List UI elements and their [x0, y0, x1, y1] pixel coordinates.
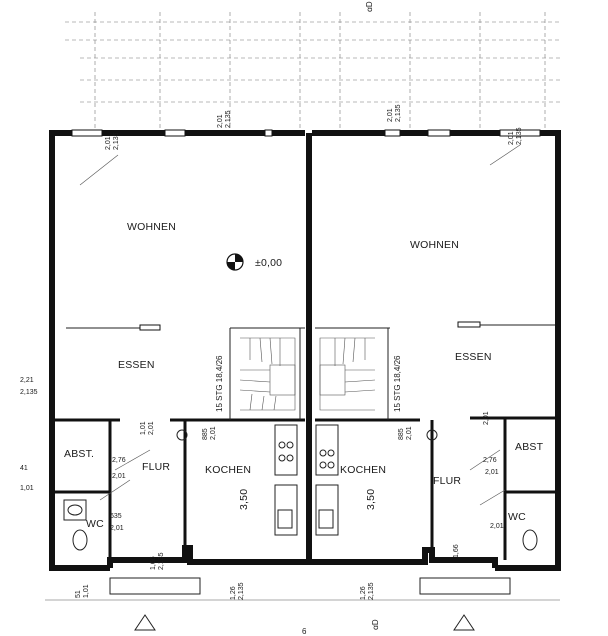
entrances: [45, 577, 560, 631]
dim-door-885-left: 885: [202, 428, 209, 440]
dim-abst-201: 2,01: [148, 421, 155, 435]
dim-bottom-51: 51: [75, 590, 82, 598]
dim-window-top-2a: 2,01: [217, 114, 224, 128]
dim-bottom-1135-right: 2,135: [368, 582, 375, 600]
interior-walls-left: [52, 324, 305, 560]
dim-window-top-2b: 2,135: [225, 110, 232, 128]
dim-kitchen-depth-right: 3,50: [365, 489, 377, 510]
room-label-abst-left: ABST.: [64, 448, 94, 460]
dim-window-top-4b: 2,135: [516, 127, 523, 145]
dim-wc-635: 635: [110, 513, 122, 520]
dim-door-201-left: 2,01: [210, 426, 217, 440]
dim-flur-2135: 2,135: [158, 552, 165, 570]
dim-left-221: 2,21: [20, 377, 34, 384]
dim-bottom-126-right: 1,26: [360, 586, 367, 600]
dim-bottom-126-left: 1,26: [230, 586, 237, 600]
dim-door-885-right: 885: [398, 428, 405, 440]
level-marker: [226, 253, 244, 271]
dim-window-top-1a: 2,01: [105, 136, 112, 150]
interior-walls-right: [315, 321, 558, 560]
room-label-abst-right: ABST: [515, 441, 544, 453]
dim-abst-201-b: 2,01: [112, 473, 126, 480]
dim-right-201-a: 2,01: [483, 411, 490, 425]
stair-left: [239, 337, 296, 411]
door-swings: [79, 144, 521, 506]
dim-left-41: 41: [20, 465, 28, 472]
dimension-labels: 2,01 2,135 2,01 2,135 2,01 2,135 2,01 2,…: [20, 104, 523, 600]
dim-abst-276: 2,76: [112, 457, 126, 464]
room-label-flur-right: FLUR: [433, 475, 461, 487]
dim-window-top-4a: 2,01: [508, 131, 515, 145]
dim-bottom-101: 1,01: [83, 584, 90, 598]
dim-bottom-1135-left: 2,135: [238, 582, 245, 600]
dim-left-101: 1,01: [20, 485, 34, 492]
kitchen-fixtures: [274, 424, 339, 536]
dim-window-top-1b: 2,135: [113, 132, 120, 150]
room-label-wc-right: WC: [508, 511, 526, 523]
dim-abst-101: 1,01: [140, 421, 147, 435]
dim-kitchen-depth-left: 3,50: [238, 489, 250, 510]
dim-right-201-b: 2,01: [485, 469, 499, 476]
stair-label-right: 15 STG 18,4/26: [393, 355, 402, 412]
room-label-essen-right: ESSEN: [455, 351, 492, 363]
dim-left-2135: 2,135: [20, 389, 38, 396]
room-label-wohnen-right: WOHNEN: [410, 239, 459, 251]
dim-right-201-c: 2,01: [490, 523, 504, 530]
upper-floor-sketch-lines: [65, 12, 560, 130]
corner-mark-top: ꭤD: [365, 1, 374, 12]
stair-right: [319, 337, 376, 411]
room-label-kochen-left: KOCHEN: [205, 464, 251, 476]
dim-wc-201: 2,01: [110, 525, 124, 532]
dim-door-201-right: 2,01: [406, 426, 413, 440]
page-number: 6: [302, 627, 307, 636]
windows-top: [71, 129, 541, 137]
room-label-wohnen-left: WOHNEN: [127, 221, 176, 233]
dim-window-top-3a: 2,01: [387, 108, 394, 122]
stair-label-left: 15 STG 18,4/26: [215, 355, 224, 412]
wc-fixtures: [63, 429, 538, 551]
dim-window-top-3b: 2,135: [395, 104, 402, 122]
room-label-flur-left: FLUR: [142, 461, 170, 473]
corner-mark-bottom: ꭤD: [371, 619, 380, 630]
dim-right-166: 1,66: [453, 544, 460, 558]
dim-flur-166: 1,66: [150, 556, 157, 570]
level-marker-text: ±0,00: [255, 257, 282, 269]
room-label-wc-left: WC: [86, 518, 104, 530]
room-label-essen-left: ESSEN: [118, 359, 155, 371]
room-label-kochen-right: KOCHEN: [340, 464, 386, 476]
dim-right-276: 2,76: [483, 457, 497, 464]
